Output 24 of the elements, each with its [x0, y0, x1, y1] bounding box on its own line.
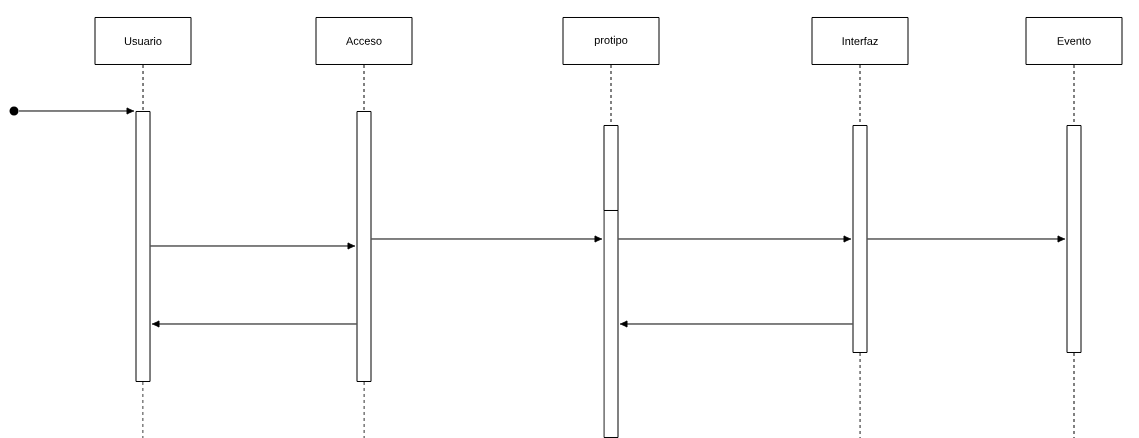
- message-arrow: [151, 320, 357, 328]
- message-arrow: [618, 235, 852, 243]
- lifeline-header: protipo: [562, 17, 660, 65]
- message-arrow: [619, 320, 853, 328]
- lifeline: [363, 64, 365, 112]
- lifeline: [142, 64, 144, 112]
- message-arrow: [867, 235, 1066, 243]
- lifeline-header: Interfaz: [811, 17, 909, 65]
- message-arrow: [371, 235, 603, 243]
- activation-bar: [135, 111, 151, 382]
- lifeline: [363, 381, 365, 438]
- activation-bar: [852, 125, 868, 353]
- lifeline: [1073, 352, 1075, 438]
- message-arrow: [150, 242, 356, 250]
- lifeline: [142, 381, 144, 438]
- lifeline-header: Evento: [1025, 17, 1123, 65]
- activation-bar: [356, 111, 372, 382]
- lifeline-header: Usuario: [94, 17, 192, 65]
- lifeline-header: Acceso: [315, 17, 413, 65]
- lifeline: [859, 352, 861, 438]
- message-arrow: [18, 107, 135, 115]
- activation-bar: [603, 210, 619, 438]
- activation-bar: [603, 125, 619, 211]
- activation-bar: [1066, 125, 1082, 353]
